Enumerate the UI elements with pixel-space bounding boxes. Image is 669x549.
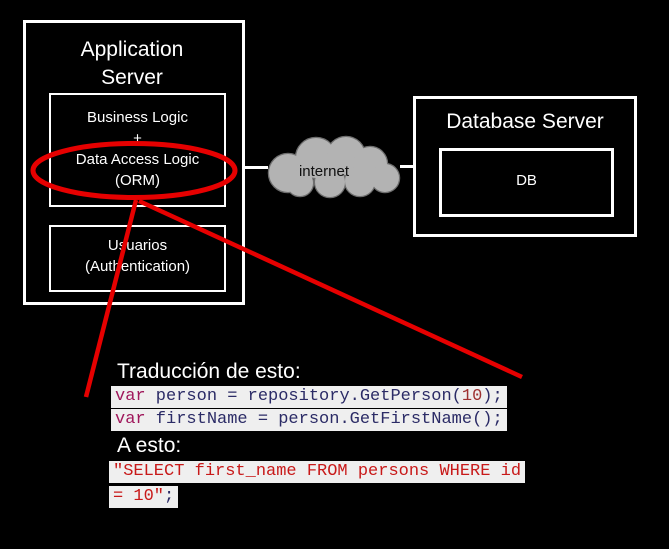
connector-appserver-cloud (244, 166, 268, 169)
sql-line-1: "SELECT first_name FROM persons WHERE id (109, 461, 526, 483)
code-line-2: var firstName = person.GetFirstName(); (111, 409, 507, 431)
sql-string: "SELECT first_name FROM persons WHERE id (113, 462, 522, 481)
sql-string: = 10" (113, 487, 165, 506)
plus-line: + (133, 130, 142, 147)
connector-cloud-dbserver (400, 165, 415, 168)
application-server-title: Application Server (47, 36, 217, 92)
code-body: person = repository.GetPerson( (145, 387, 462, 406)
usuarios-line: Usuarios (107, 237, 168, 254)
data-access-logic-line: Data Access Logic (75, 151, 200, 168)
application-server-title-line2: Server (101, 66, 163, 89)
code-keyword: var (115, 387, 146, 406)
business-logic-text: Business Logic + Data Access Logic (ORM) (49, 107, 226, 191)
code-keyword: var (115, 410, 146, 429)
business-logic-line: Business Logic (87, 109, 188, 126)
code-number: 10 (461, 387, 483, 406)
code-tail: ); (482, 387, 503, 406)
code-line-1: var person = repository.GetPerson(10); (111, 386, 507, 408)
database-server-title: Database Server (446, 110, 604, 133)
internet-cloud: internet (267, 135, 401, 199)
cloud-fill (269, 137, 399, 197)
heading-translate-from: Traducción de esto: (117, 360, 301, 383)
authentication-line: (Authentication) (84, 258, 191, 275)
sql-line-2: = 10"; (109, 486, 179, 508)
orm-line: (ORM) (115, 172, 160, 189)
code-body: firstName = person.GetFirstName(); (145, 410, 503, 429)
db-label: DB (516, 172, 537, 189)
internet-label: internet (299, 163, 350, 180)
users-text: Usuarios (Authentication) (49, 235, 226, 277)
application-server-title-line1: Application (80, 38, 184, 61)
sql-tail: ; (164, 487, 175, 506)
heading-translate-to: A esto: (117, 434, 182, 457)
database-server-box (413, 96, 637, 237)
db-box (439, 148, 614, 217)
